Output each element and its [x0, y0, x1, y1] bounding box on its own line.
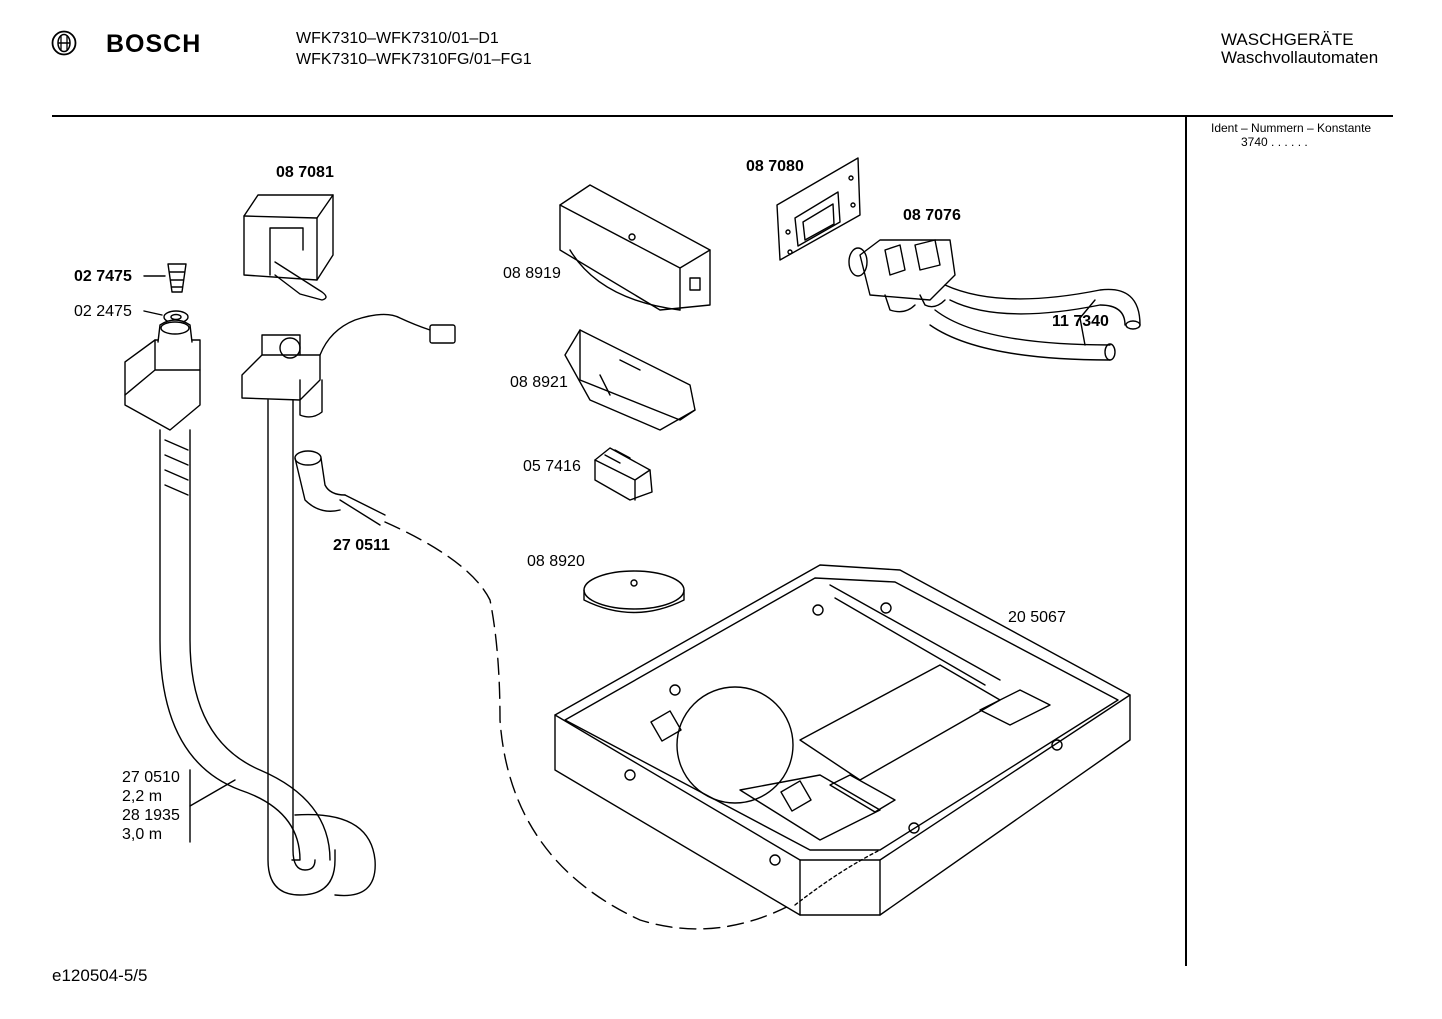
model-line-1: WFK7310–WFK7310/01–D1	[296, 30, 499, 47]
category-line-1: WASCHGERÄTE	[1221, 30, 1354, 49]
label-022475: 02 2475	[74, 303, 132, 320]
cover-cap-part	[243, 194, 334, 301]
label-088920: 08 8920	[527, 553, 585, 570]
valve-hose-part	[929, 284, 1141, 361]
elbow-hose-part	[294, 450, 386, 526]
hose-length-line-4: 3,0 m	[122, 826, 163, 843]
label-205067: 20 5067	[1008, 609, 1066, 626]
filter-insert-part	[167, 263, 187, 293]
base-plate-part	[554, 564, 1131, 916]
category-line-2: Waschvollautomaten	[1221, 48, 1379, 67]
label-057416: 05 7416	[523, 458, 581, 475]
brand-name: BOSCH	[106, 30, 202, 58]
label-117340: 11 7340	[1052, 313, 1109, 330]
label-088919: 08 8919	[503, 265, 561, 282]
dispenser-lid-part	[559, 184, 711, 311]
label-270511: 27 0511	[333, 537, 390, 554]
inlet-valve-part	[848, 239, 956, 313]
label-088921: 08 8921	[510, 374, 568, 391]
label-087081: 08 7081	[276, 164, 334, 181]
label-087076: 08 7076	[903, 207, 961, 224]
switch-part	[594, 447, 653, 501]
drain-hose-part	[241, 313, 456, 897]
inlet-hose-part	[124, 319, 331, 861]
ident-value: 3740 . . . . . .	[1241, 135, 1308, 149]
bosch-logo-icon	[51, 30, 77, 56]
label-027475: 02 7475	[74, 268, 132, 285]
dispenser-bracket-part	[564, 329, 696, 431]
hose-length-line-3: 28 1935	[122, 807, 180, 824]
model-line-2: WFK7310–WFK7310FG/01–FG1	[296, 51, 532, 68]
routing-dashed-line	[384, 521, 801, 930]
drawing-id: e120504-5/5	[52, 966, 148, 985]
label-087080: 08 7080	[746, 158, 804, 175]
ident-title: Ident – Nummern – Konstante	[1211, 121, 1372, 135]
hose-length-line-2: 2,2 m	[122, 788, 163, 805]
hose-length-line-1: 27 0510	[122, 769, 180, 786]
leader-lines	[143, 275, 1096, 843]
gasket-part	[776, 157, 861, 261]
disc-part	[583, 570, 685, 614]
